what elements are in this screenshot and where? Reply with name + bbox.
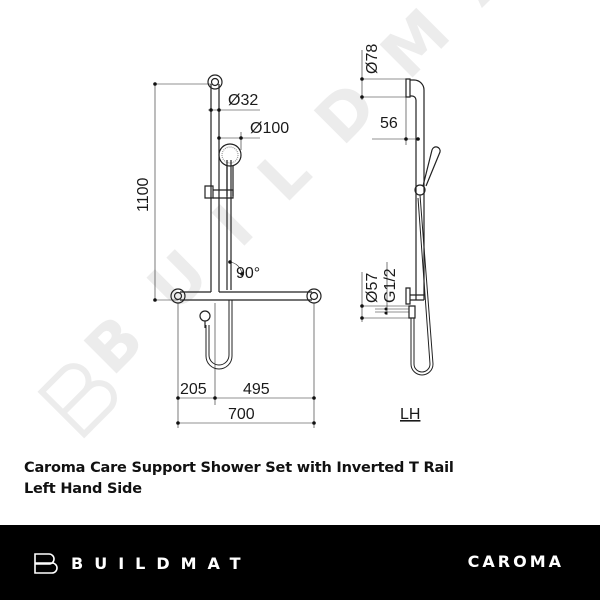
buildmat-wordmark: BUILDMAT: [71, 553, 252, 573]
front-view-dim-points: [153, 82, 316, 425]
dim-projection: 56: [380, 115, 398, 132]
watermark: BUILDMAT: [37, 0, 600, 439]
dim-right-offset: 495: [243, 381, 270, 398]
product-caption: Caroma Care Support Shower Set with Inve…: [24, 458, 454, 500]
caroma-wordmark: CAROMA: [467, 552, 564, 571]
dim-flange-diameter: Ø78: [364, 44, 381, 74]
dim-head-diameter: Ø100: [250, 120, 289, 137]
dim-rail-diameter: Ø32: [228, 92, 258, 109]
technical-drawing: BUILDMAT: [37, 0, 600, 439]
buildmat-logo: BUILDMAT: [33, 552, 252, 574]
front-view: [154, 74, 322, 428]
side-view-label: LH: [400, 406, 420, 423]
dim-thread: G1/2: [382, 268, 399, 303]
dim-outlet-diameter: Ø57: [364, 273, 381, 303]
dim-left-offset: 205: [180, 381, 207, 398]
side-view: [361, 50, 441, 376]
side-view-dim-points: [360, 77, 420, 320]
dim-angle: 90°: [236, 265, 260, 282]
buildmat-logo-icon: [34, 553, 58, 574]
dim-total-width: 700: [228, 406, 255, 423]
dim-height: 1100: [135, 177, 152, 212]
footer-bar: BUILDMAT CAROMA: [0, 525, 600, 600]
caption-title: Caroma Care Support Shower Set with Inve…: [24, 460, 454, 476]
caption-subtitle: Left Hand Side: [24, 481, 142, 497]
